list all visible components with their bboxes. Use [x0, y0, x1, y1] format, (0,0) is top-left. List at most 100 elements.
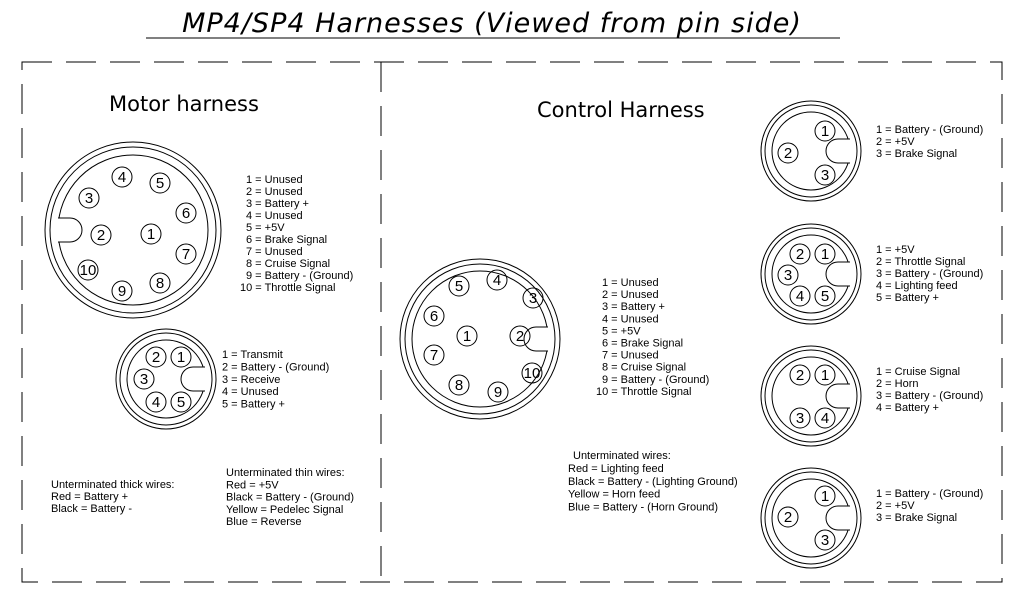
list-item: 2 = Unused: [246, 186, 303, 198]
keying-notch: [180, 366, 205, 392]
list-item: Black = Battery -: [51, 503, 132, 515]
pin-circle: [448, 275, 470, 297]
list-item: 2 = +5V: [876, 500, 915, 512]
pin-number: 10: [80, 262, 97, 279]
pin-number: 2: [784, 509, 792, 526]
pin-number: 7: [182, 246, 190, 263]
keying-notch: [58, 217, 83, 243]
pin-circle: [777, 142, 799, 164]
pin-circle: [789, 285, 811, 307]
list-item: 2 = Horn: [876, 378, 919, 390]
pin-number: 1: [821, 367, 829, 384]
pin-circle: [111, 280, 133, 302]
keying-notch: [523, 326, 548, 352]
notch-gap: [547, 328, 550, 350]
pin-number: 3: [821, 167, 829, 184]
pin-number: 8: [455, 377, 463, 394]
control-wires-list: Unterminated wires:Red = Lighting feedBl…: [568, 450, 738, 514]
diagram-title: MP4/SP4 Harnesses (Viewed from pin side): [182, 8, 802, 39]
notch-gap: [56, 219, 59, 241]
notch-gap: [849, 507, 852, 529]
pin-circle: [814, 485, 836, 507]
pin-number: 1: [177, 349, 185, 366]
pin-circle: [78, 187, 100, 209]
list-item: 5 = Battery +: [222, 399, 285, 411]
pin-circle: [133, 368, 155, 390]
notch-gap: [849, 263, 852, 285]
notch-gap: [849, 385, 852, 407]
pin-circle: [522, 287, 544, 309]
pin-circle: [521, 362, 543, 384]
thick-wires-list: Unterminated thick wires:Red = Battery +…: [51, 479, 175, 515]
pin-number: 1: [821, 123, 829, 140]
list-item: 3 = Battery +: [246, 198, 309, 210]
list-item: 10 = Throttle Signal: [240, 282, 336, 294]
list-item: Yellow = Horn feed: [568, 489, 660, 501]
pin-number: 9: [118, 283, 126, 300]
list-item: 1 = Transmit: [222, 349, 283, 361]
pin-number: 1: [821, 246, 829, 263]
list-item: 6 = Brake Signal: [246, 234, 327, 246]
pin-number: 8: [156, 275, 164, 292]
pin-circle: [145, 346, 167, 368]
pin-number: 4: [796, 288, 804, 305]
pin-circle: [170, 346, 192, 368]
pin-number: 5: [156, 175, 164, 192]
list-item: 8 = Cruise Signal: [602, 362, 686, 374]
pin-circle: [509, 325, 531, 347]
pin-circle: [77, 259, 99, 281]
control-harness-heading: Control Harness: [537, 98, 705, 122]
pin-number: 3: [85, 190, 93, 207]
pin-circle: [448, 374, 470, 396]
list-item: 7 = Unused: [602, 350, 659, 362]
list-item: 4 = Unused: [602, 313, 659, 325]
pin-number: 4: [152, 394, 160, 411]
pin-number: 2: [796, 246, 804, 263]
pin-circle: [170, 391, 192, 413]
list-item: Blue = Battery - (Horn Ground): [568, 502, 718, 514]
list-item: 3 = Battery - (Ground): [876, 390, 983, 402]
pin-circle: [140, 223, 162, 245]
list-item: 5 = Battery +: [876, 292, 939, 304]
pin-number: 2: [784, 145, 792, 162]
list-item: Unterminated wires:: [573, 450, 671, 462]
list-item: 3 = Battery - (Ground): [876, 268, 983, 280]
pin-number: 1: [821, 488, 829, 505]
pin-number: 1: [463, 328, 471, 345]
pin-circle: [814, 364, 836, 386]
pin-number: 4: [118, 169, 126, 186]
list-item: Unterminated thin wires:: [226, 467, 345, 479]
pin-number: 3: [529, 290, 537, 307]
list-item: 10 = Throttle Signal: [596, 386, 692, 398]
list-item: 1 = Cruise Signal: [876, 366, 960, 378]
dashed-border: [21, 61, 1003, 583]
pin-number: 3: [140, 371, 148, 388]
list-item: 4 = Battery +: [876, 402, 939, 414]
pin-number: 2: [796, 367, 804, 384]
list-item: 1 = Battery - (Ground): [876, 488, 983, 500]
list-item: 5 = +5V: [246, 222, 285, 234]
list-item: Black = Battery - (Lighting Ground): [568, 476, 738, 488]
pin-number: 4: [493, 272, 501, 289]
list-item: 1 = Battery - (Ground): [876, 124, 983, 136]
list-item: 4 = Unused: [222, 386, 279, 398]
list-item: 9 = Battery - (Ground): [246, 270, 353, 282]
list-item: Red = Battery +: [51, 491, 128, 503]
list-item: Unterminated thick wires:: [51, 479, 175, 491]
list-item: 4 = Lighting feed: [876, 280, 958, 292]
keying-notch: [825, 261, 850, 287]
list-item: 1 = Unused: [602, 277, 659, 289]
list-item: Red = Lighting feed: [568, 463, 664, 475]
pin-circle: [777, 264, 799, 286]
list-item: 7 = Unused: [246, 246, 303, 258]
pin-circle: [149, 172, 171, 194]
pin-circle: [487, 381, 509, 403]
pin-number: 6: [182, 205, 190, 222]
list-item: Blue = Reverse: [226, 516, 302, 528]
